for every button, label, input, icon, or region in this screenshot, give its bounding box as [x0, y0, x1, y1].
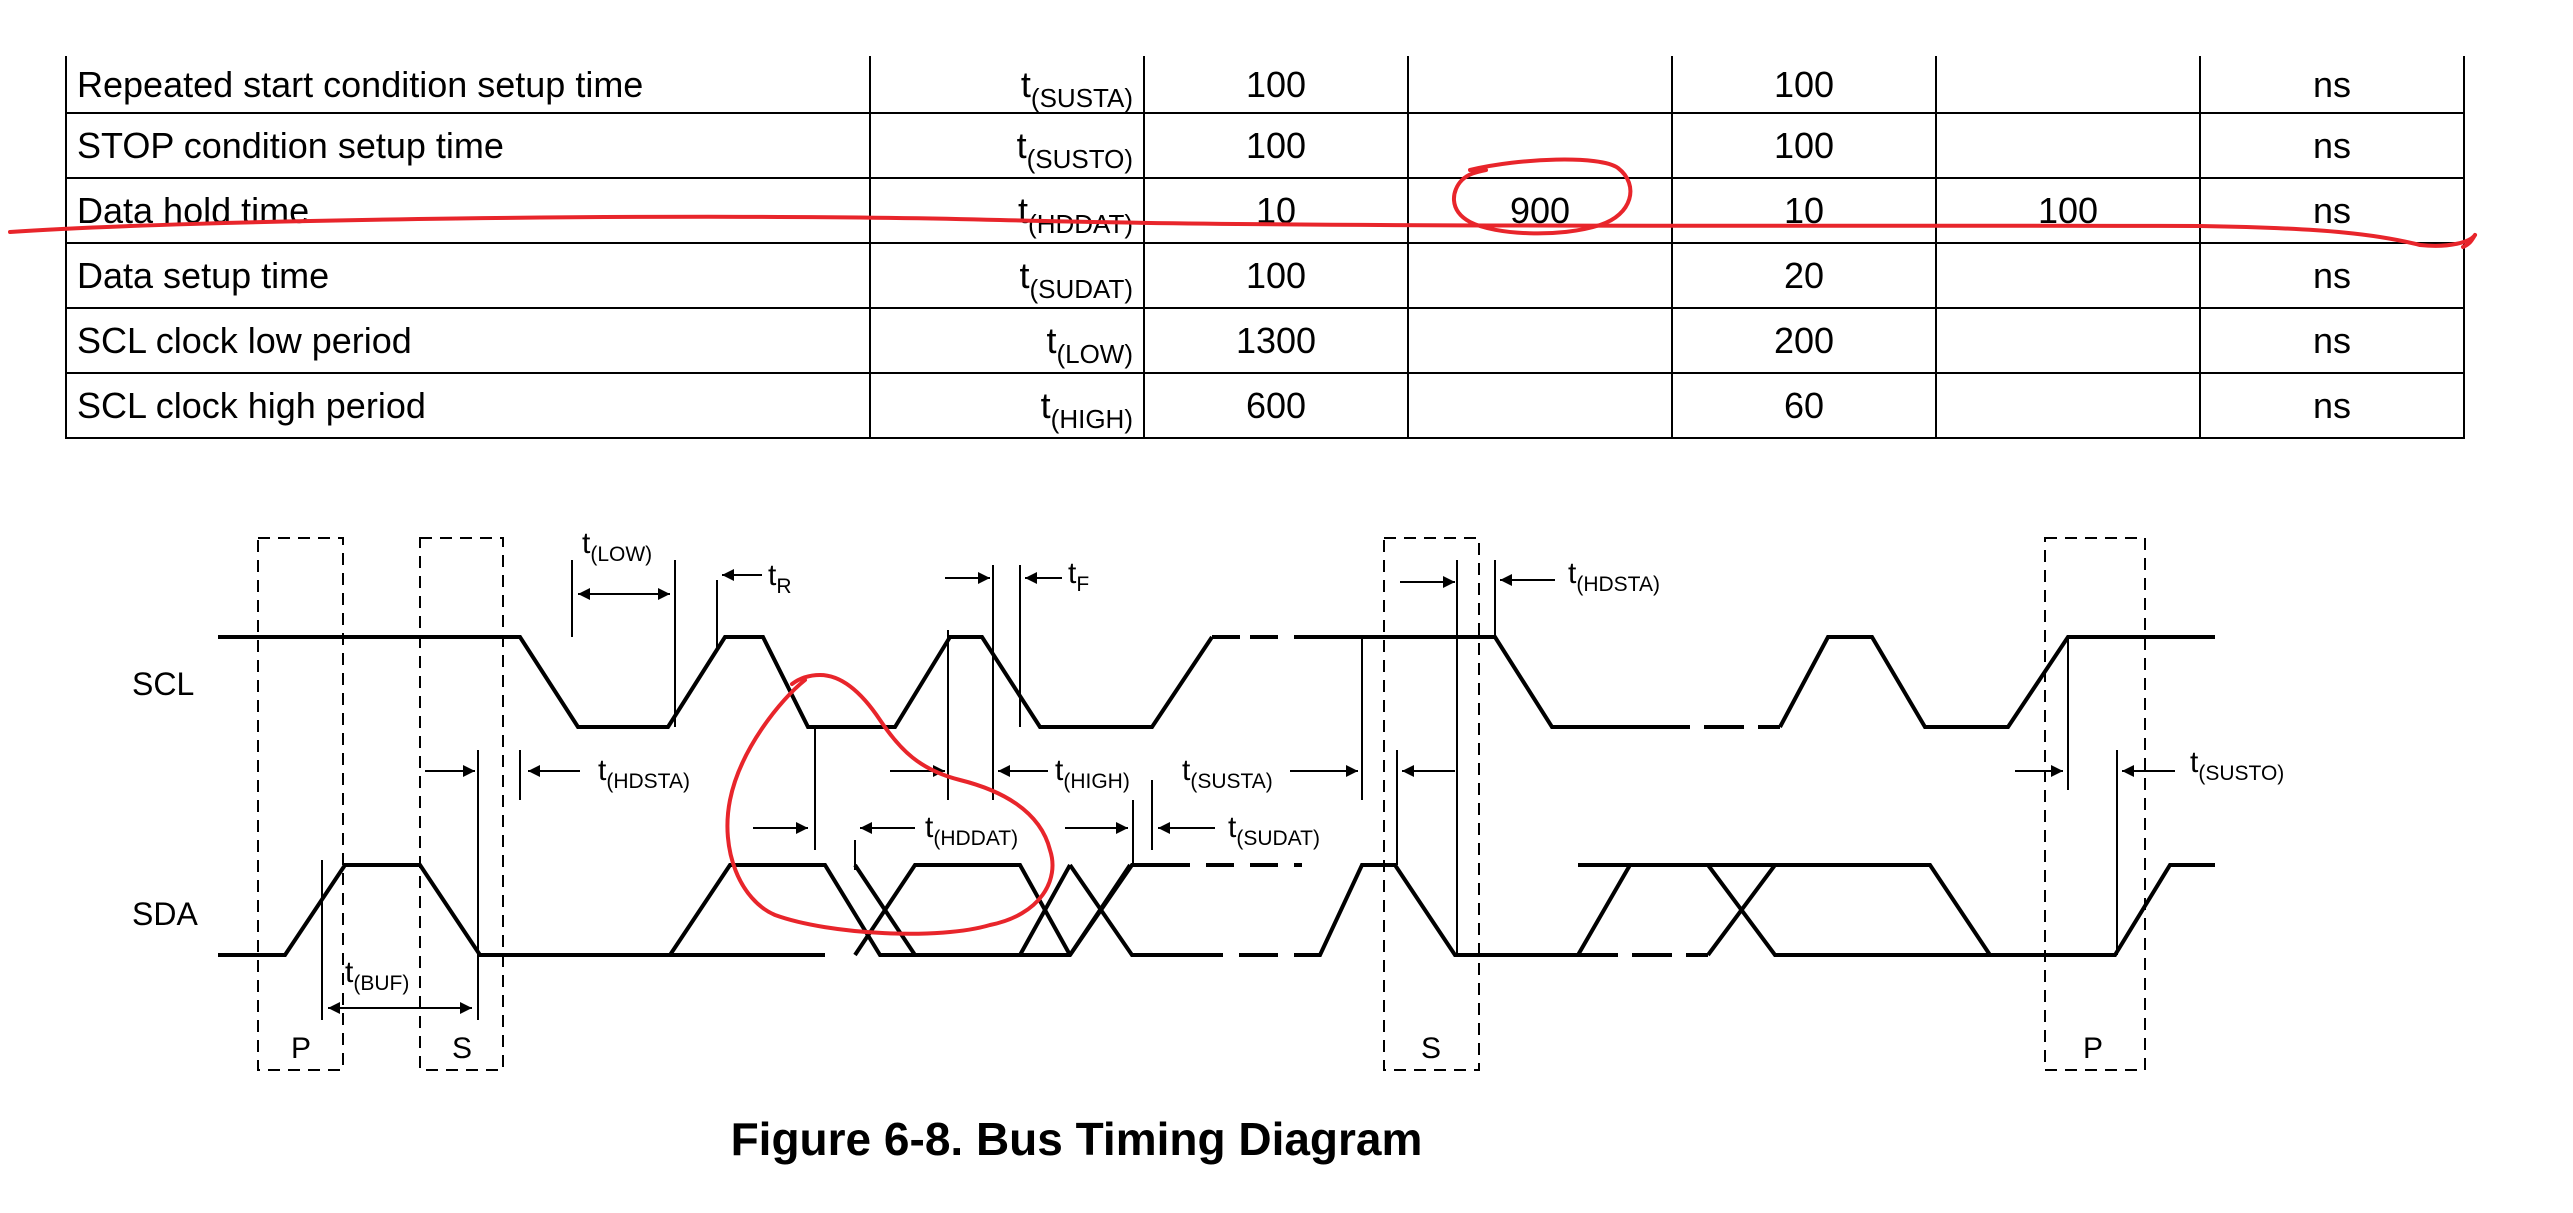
sda-waveform [218, 863, 2215, 957]
symbol-cell: t(HIGH) [869, 372, 1145, 439]
value-cell: 100 [1935, 177, 2201, 244]
unit-cell: ns [2199, 372, 2465, 439]
value-cell: 100 [1143, 112, 1409, 179]
t-hdsta-left-label: t(HDSTA) [598, 754, 690, 793]
value-cell: 1300 [1143, 307, 1409, 374]
value-cell: 200 [1671, 307, 1937, 374]
symbol-subscript: (HIGH) [1050, 403, 1133, 434]
symbol-main: t [1020, 64, 1031, 105]
t-susta-label: t(SUSTA) [1182, 754, 1273, 793]
symbol-main: t [1016, 124, 1027, 166]
stop-box-1 [257, 537, 344, 1071]
value-cell [1935, 372, 2201, 439]
t-hddat-label: t(HDDAT) [925, 811, 1018, 850]
start-label-1: S [452, 1032, 472, 1065]
unit-cell: ns [2199, 242, 2465, 309]
symbol-main: t [1040, 384, 1051, 426]
t-sudat-label: t(SUDAT) [1228, 811, 1320, 850]
t-susto-label: t(SUSTO) [2190, 746, 2284, 785]
parameter-cell: Data hold time [65, 177, 871, 244]
t-low-label: t(LOW) [582, 527, 652, 566]
value-cell: 100 [1143, 56, 1409, 114]
symbol-cell: t(SUSTA) [869, 56, 1145, 114]
value-cell [1407, 372, 1673, 439]
symbol-main: t [1019, 254, 1030, 296]
symbol-subscript: (SUSTA) [1030, 83, 1133, 113]
value-cell [1935, 112, 2201, 179]
sda-label: SDA [132, 896, 198, 932]
stop-label-1: P [291, 1032, 311, 1065]
value-cell: 600 [1143, 372, 1409, 439]
symbol-subscript: (SUDAT) [1029, 273, 1133, 304]
t-high-label: t(HIGH) [1055, 754, 1130, 793]
parameter-cell: SCL clock low period [65, 307, 871, 374]
scl-waveform [218, 635, 2215, 729]
value-cell [1407, 56, 1673, 114]
value-cell: 20 [1671, 242, 1937, 309]
annotation-underline [8, 214, 2477, 248]
value-cell [1935, 242, 2201, 309]
value-cell: 10 [1143, 177, 1409, 244]
parameter-cell: Repeated start condition setup time [65, 56, 871, 114]
red-annotations [8, 157, 2477, 936]
symbol-main: t [1018, 189, 1029, 231]
symbol-cell: t(SUDAT) [869, 242, 1145, 309]
annotation-circle-hddat [725, 672, 1055, 936]
value-cell: 100 [1671, 56, 1937, 114]
value-cell: 10 [1671, 177, 1937, 244]
value-cell [1407, 112, 1673, 179]
timing-reference-lines [321, 560, 2118, 1020]
value-cell [1407, 242, 1673, 309]
start-label-2: S [1421, 1032, 1441, 1065]
symbol-subscript: (SUSTO) [1026, 143, 1133, 174]
symbol-cell: t(LOW) [869, 307, 1145, 374]
value-cell [1407, 307, 1673, 374]
parameter-cell: Data setup time [65, 242, 871, 309]
condition-boxes [257, 537, 2146, 1071]
value-cell: 100 [1143, 242, 1409, 309]
symbol-main: t [1046, 319, 1057, 361]
stop-label-2: P [2083, 1032, 2103, 1065]
value-cell: 100 [1671, 112, 1937, 179]
start-box-1 [419, 537, 504, 1071]
annotation-underline-tail [2461, 233, 2477, 249]
stop-box-2 [2044, 537, 2146, 1071]
unit-cell: ns [2199, 112, 2465, 179]
unit-cell: ns [2199, 307, 2465, 374]
unit-cell: ns [2199, 56, 2465, 114]
t-buf-label: t(BUF) [345, 956, 409, 995]
value-cell: 60 [1671, 372, 1937, 439]
symbol-cell: t(SUSTO) [869, 112, 1145, 179]
value-cell [1935, 307, 2201, 374]
start-box-2 [1383, 537, 1480, 1071]
symbol-cell: t(HDDAT) [869, 177, 1145, 244]
t-r-label: tR [768, 559, 792, 598]
parameter-cell: SCL clock high period [65, 372, 871, 439]
scl-label: SCL [132, 666, 194, 702]
t-f-label: tF [1068, 557, 1089, 596]
t-hdsta-top-label: t(HDSTA) [1568, 557, 1660, 596]
figure-caption: Figure 6-8. Bus Timing Diagram [730, 1113, 1423, 1165]
symbol-subscript: (LOW) [1056, 338, 1133, 369]
annotation-circle-900 [1452, 157, 1633, 236]
value-cell [1935, 56, 2201, 114]
parameter-cell: STOP condition setup time [65, 112, 871, 179]
